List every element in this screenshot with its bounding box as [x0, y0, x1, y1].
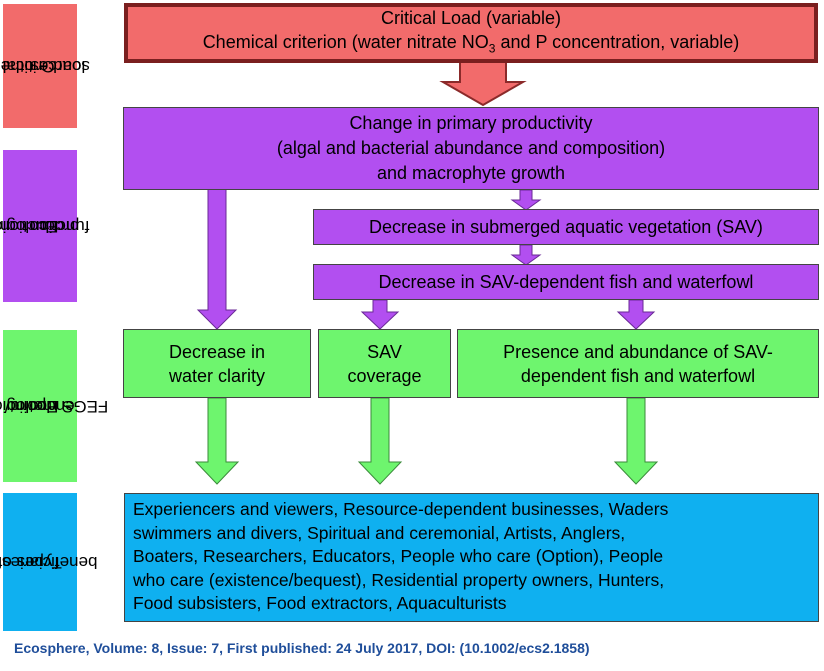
side-label-beneficiaries: Types of beneficiaries — [0, 493, 98, 631]
sav-decrease-box: Decrease in submerged aquatic vegetation… — [313, 209, 819, 245]
green-arrow-from-presence — [613, 397, 659, 485]
side-label-ecological-production: Ecological production function — [0, 150, 90, 302]
purple-arrow-to-sav — [510, 189, 542, 211]
endpoint-line: Presence and abundance of SAV- — [503, 341, 773, 362]
endpoint-line: coverage — [347, 365, 422, 386]
endpoint-line: Decrease in — [168, 341, 266, 362]
productivity-line: and macrophyte growth — [376, 163, 566, 183]
productivity-line: Change in primary productivity — [349, 113, 593, 133]
fish-decrease-box: Decrease in SAV-dependent fish and water… — [313, 264, 819, 300]
purple-arrow-to-clarity — [196, 188, 238, 330]
beneficiaries-line: who care (existence/bequest), Residentia… — [133, 569, 665, 590]
critical-load-title: Critical Load (variable) — [380, 7, 562, 28]
citation-footer: Ecosphere, Volume: 8, Issue: 7, First pu… — [14, 640, 590, 656]
endpoint-line: dependent fish and waterfowl — [520, 365, 756, 386]
green-arrow-from-clarity — [194, 397, 240, 485]
chemical-criterion-text: Chemical criterion (water nitrate NO — [202, 31, 489, 52]
chemical-criterion-text-end: and P concentration, variable) — [495, 31, 740, 52]
beneficiaries-line: swimmers and divers, Spiritual and cerem… — [133, 522, 626, 543]
presence-abundance-box: Presence and abundance of SAV- dependent… — [457, 329, 819, 398]
side-label-critical-n-load: Critical N load + other sources — [0, 4, 90, 128]
red-down-arrow — [439, 61, 527, 107]
purple-arrow-to-fish — [510, 244, 542, 266]
side-label-ecological-endpoint: Ecological endpoint/ FEGS metric — [0, 330, 109, 482]
critical-load-box: Critical Load (variable) Chemical criter… — [124, 3, 818, 63]
beneficiaries-line: Boaters, Researchers, Educators, People … — [133, 546, 664, 566]
beneficiaries-line: Experiencers and viewers, Resource-depen… — [133, 499, 669, 519]
purple-arrow-to-presence — [616, 299, 656, 330]
endpoint-line: water clarity — [168, 365, 266, 386]
sav-coverage-box: SAV coverage — [318, 329, 451, 398]
endpoint-line: SAV — [367, 341, 402, 362]
purple-arrow-to-sav-coverage — [360, 299, 400, 330]
chemical-criterion-line: Chemical criterion (water nitrate NO3 an… — [203, 30, 740, 61]
no3-subscript: 3 — [488, 41, 496, 56]
green-arrow-from-sav-coverage — [357, 397, 403, 485]
water-clarity-box: Decrease in water clarity — [123, 329, 311, 398]
sav-decrease-text: Decrease in submerged aquatic vegetation… — [369, 217, 763, 237]
beneficiaries-box: Experiencers and viewers, Resource-depen… — [124, 493, 819, 622]
productivity-line: (algal and bacterial abundance and compo… — [276, 138, 666, 158]
primary-productivity-box: Change in primary productivity (algal an… — [123, 107, 819, 190]
beneficiaries-line: Food subsisters, Food extractors, Aquacu… — [133, 593, 507, 613]
fish-decrease-text: Decrease in SAV-dependent fish and water… — [378, 272, 754, 292]
